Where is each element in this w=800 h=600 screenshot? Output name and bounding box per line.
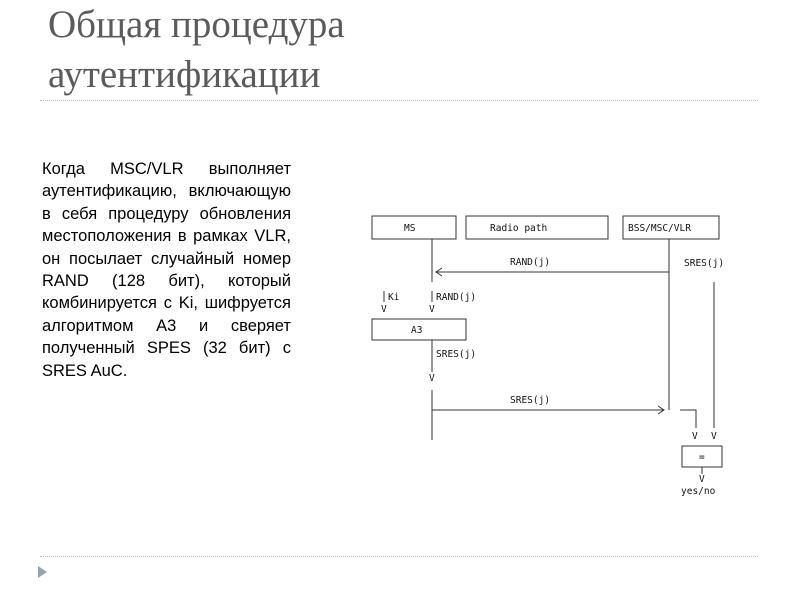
rand-message-label: RAND(j) (510, 257, 550, 268)
sres-arrowhead (657, 405, 665, 415)
bss-msc-vlr-label: BSS/MSC/VLR (628, 223, 691, 234)
result-label: yes/no (681, 486, 716, 497)
ms-box-label: MS (404, 223, 416, 234)
result-arrowhead: V (699, 474, 705, 485)
ki-label: Ki (388, 292, 400, 303)
footer-divider (40, 556, 758, 557)
rand-in-label: RAND(j) (436, 292, 476, 303)
ki-arrowhead: V (381, 304, 387, 315)
bss-msc-vlr-box (622, 215, 720, 240)
title-line-2: аутентификации (48, 53, 321, 96)
sres-message-label: SRES(j) (510, 395, 550, 406)
rand-arrowhead (435, 267, 443, 277)
title-line-1: Общая процедура (48, 3, 345, 46)
rand-in-arrowhead: V (429, 304, 435, 315)
a3-label: A3 (411, 325, 422, 336)
compare-left-arrowhead: V (692, 431, 698, 442)
triangle-bullet-icon (38, 566, 47, 578)
sres-to-compare-line (680, 409, 697, 428)
a3-box (371, 318, 467, 341)
title-divider (40, 100, 758, 101)
compare-label: = (699, 452, 705, 463)
sres-a3-arrowhead: V (429, 373, 435, 384)
ms-box (371, 215, 457, 240)
radio-path-box (465, 215, 609, 240)
slide-title: Общая процедура аутентификации (48, 0, 768, 100)
sres-a3-label: SRES(j) (436, 349, 476, 360)
body-paragraph: Когда MSC/VLR выполняет аутентификацию, … (42, 160, 291, 380)
compare-right-arrowhead: V (711, 431, 717, 442)
radio-path-label: Radio path (490, 223, 547, 234)
sres-right-label: SRES(j) (684, 258, 724, 269)
